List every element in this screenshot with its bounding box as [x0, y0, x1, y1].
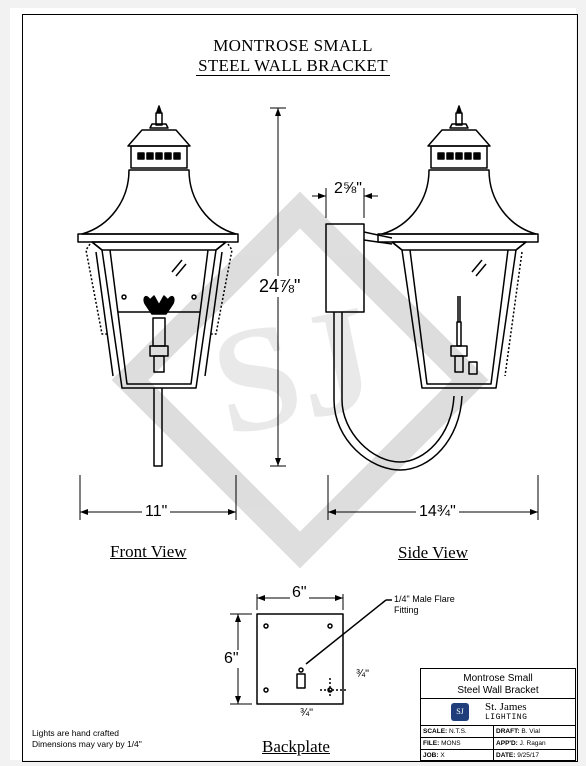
title-block-row: JOB: X DATE: 9/25/17 [421, 749, 575, 761]
drawing-title-line1: MONTROSE SMALL [213, 36, 373, 55]
dim-backplate-width: 6" [290, 584, 309, 602]
side-view-lantern [325, 105, 539, 471]
note-hand-crafted: Lights are hand crafted [32, 728, 119, 738]
dimension-arrows [80, 108, 538, 704]
title-block-table: SCALE: N.T.S. DRAFT: B. Vial FILE: MONS … [421, 725, 575, 761]
dim-height: 24⅞" [258, 276, 302, 297]
svg-text:SJ: SJ [199, 273, 388, 468]
note-dimensions: Dimensions may vary by 1/4" [32, 739, 142, 749]
title-block-row: SCALE: N.T.S. DRAFT: B. Vial [421, 725, 575, 738]
scale-cell: SCALE: N.T.S. [421, 725, 494, 738]
title-block-row: FILE: MONS APP'D: J. Ragan [421, 737, 575, 750]
file-label: FILE: [423, 740, 440, 747]
dim-fitting-vertical: ¾" [300, 707, 314, 719]
front-view-lantern [77, 105, 239, 467]
title-block-name-line2: Steel Wall Bracket [457, 685, 539, 696]
appd-label: APP'D: [496, 740, 518, 747]
appd-cell: APP'D: J. Ragan [493, 737, 575, 750]
front-view-label: Front View [110, 542, 187, 561]
date-cell: DATE: 9/25/17 [493, 749, 575, 761]
dim-fitting-horizontal: ¾" [356, 668, 370, 680]
title-block-name: Montrose Small Steel Wall Bracket [421, 669, 575, 699]
file-value: MONS [441, 740, 461, 747]
title-block-name-line1: Montrose Small [463, 673, 533, 684]
dim-backplate-height: 6" [224, 650, 239, 668]
scale-label: SCALE: [423, 728, 448, 735]
title-block: Montrose Small Steel Wall Bracket SJ St.… [420, 668, 576, 761]
date-value: 9/25/17 [517, 752, 539, 759]
dim-front-width: 11" [142, 503, 171, 521]
fitting-callout-line1: 1/4" Male Flare [394, 594, 455, 604]
drawing-border [22, 14, 578, 762]
sj-logo-icon: SJ [451, 703, 469, 721]
backplate-label: Backplate [262, 737, 330, 756]
drawing-title-line2: STEEL WALL BRACKET [0, 56, 586, 76]
draft-value: B. Vial [521, 728, 540, 735]
job-label: JOB: [423, 752, 439, 759]
job-cell: JOB: X [421, 749, 494, 761]
appd-value: J. Ragan [519, 740, 546, 747]
title-block-brand: SJ St. James LIGHTING [421, 699, 575, 726]
fitting-callout-line2: Fitting [394, 605, 419, 615]
dim-bracket-depth: 2⅝" [334, 180, 362, 197]
date-label: DATE: [496, 752, 516, 759]
side-view-label: Side View [398, 543, 468, 562]
fitting-callout: 1/4" Male Flare Fitting [394, 594, 455, 616]
draft-cell: DRAFT: B. Vial [493, 725, 575, 738]
backplate-drawing [256, 599, 392, 705]
job-value: X [440, 752, 445, 759]
dim-side-depth: 14¾" [416, 503, 459, 521]
file-cell: FILE: MONS [421, 737, 494, 750]
company-name: St. James [485, 701, 527, 713]
company-subtitle: LIGHTING [485, 713, 528, 722]
notes: Lights are hand crafted Dimensions may v… [32, 728, 142, 750]
draft-label: DRAFT: [496, 728, 520, 735]
drawing-title-line2-text: STEEL WALL BRACKET [196, 56, 390, 76]
scale-value: N.T.S. [449, 728, 467, 735]
